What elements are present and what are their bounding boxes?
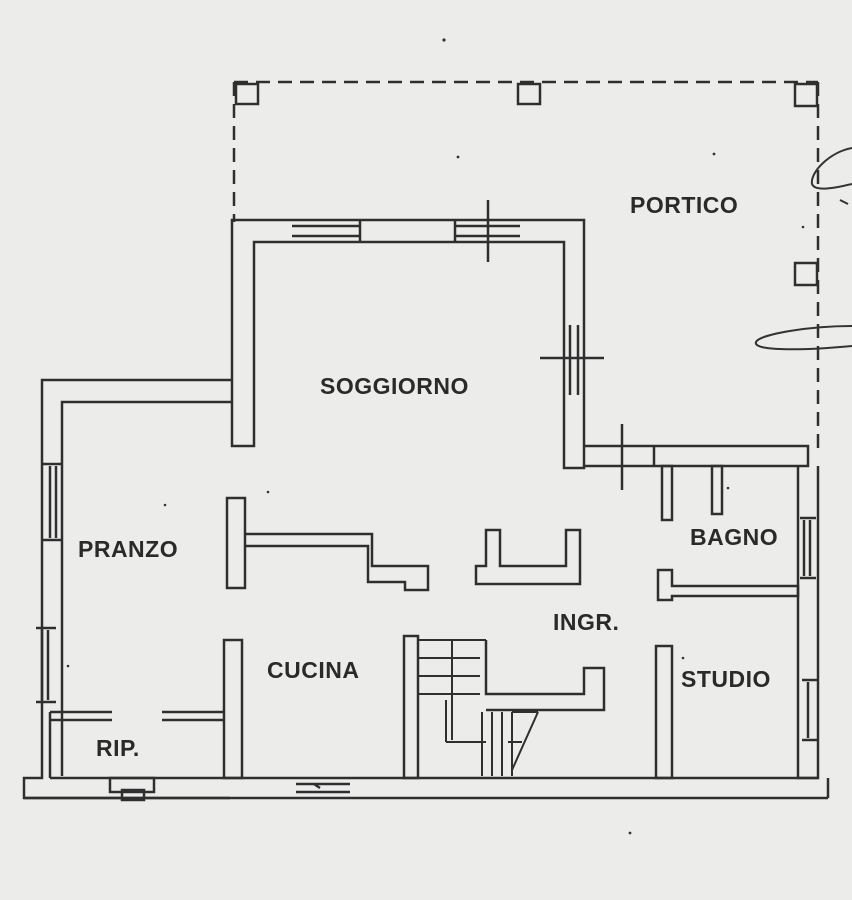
room-label-cucina: CUCINA	[267, 657, 360, 683]
bottom-wall	[24, 776, 830, 802]
room-label-studio: STUDIO	[681, 666, 771, 692]
scan-dots	[66, 38, 805, 835]
room-label-pranzo: PRANZO	[78, 536, 179, 562]
room-label-soggiorno: SOGGIORNO	[320, 373, 469, 399]
soggiorno-walls	[230, 200, 604, 470]
room-label-ripostiglio: RIP.	[96, 735, 140, 761]
room-label-ingresso: INGR.	[553, 609, 620, 635]
right-wing-walls	[584, 424, 820, 780]
room-label-portico: PORTICO	[630, 192, 739, 218]
staircase	[418, 639, 539, 776]
portico-columns	[234, 82, 819, 287]
room-label-bagno: BAGNO	[690, 524, 779, 550]
hand-marks	[755, 147, 852, 351]
internal-partitions	[48, 496, 606, 780]
